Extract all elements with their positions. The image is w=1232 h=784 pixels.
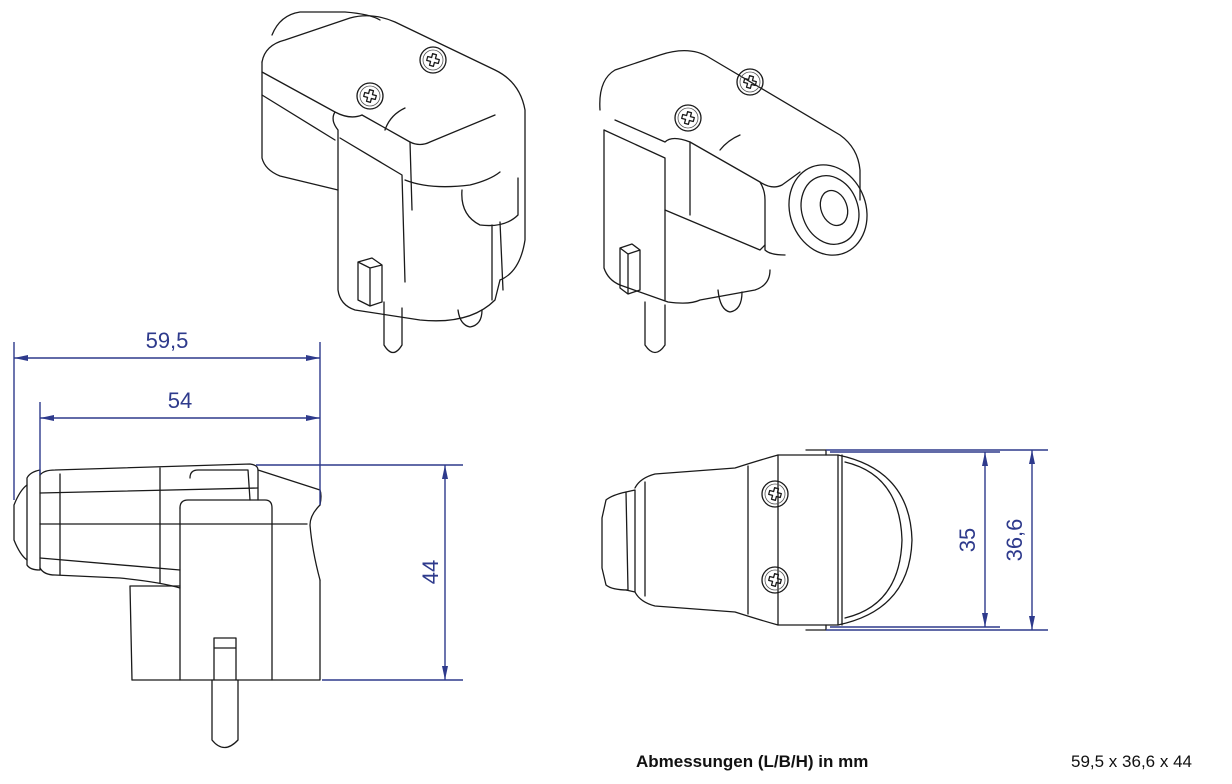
isometric-view-left [261, 11, 526, 354]
dim-label-overall-length: 59,5 [146, 328, 189, 353]
dimensions-caption-value: 59,5 x 36,6 x 44 [1071, 752, 1192, 771]
dimension-body-length: 54 [39, 388, 320, 475]
isometric-view-right [599, 50, 868, 354]
top-view [601, 449, 913, 631]
dim-label-overall-width: 36,6 [1002, 519, 1027, 562]
dim-label-body-length: 54 [168, 388, 192, 413]
dimensions-caption-label: Abmessungen (L/B/H) in mm [636, 752, 869, 771]
dim-label-height: 44 [418, 560, 443, 584]
dimension-height: 44 [256, 464, 463, 681]
dim-label-inner-width: 35 [955, 528, 980, 552]
side-view [13, 463, 322, 749]
dimension-overall-length: 59,5 [13, 328, 321, 505]
dimension-overall-width: 36,6 [826, 449, 1048, 631]
dimension-inner-width: 35 [830, 451, 1000, 628]
